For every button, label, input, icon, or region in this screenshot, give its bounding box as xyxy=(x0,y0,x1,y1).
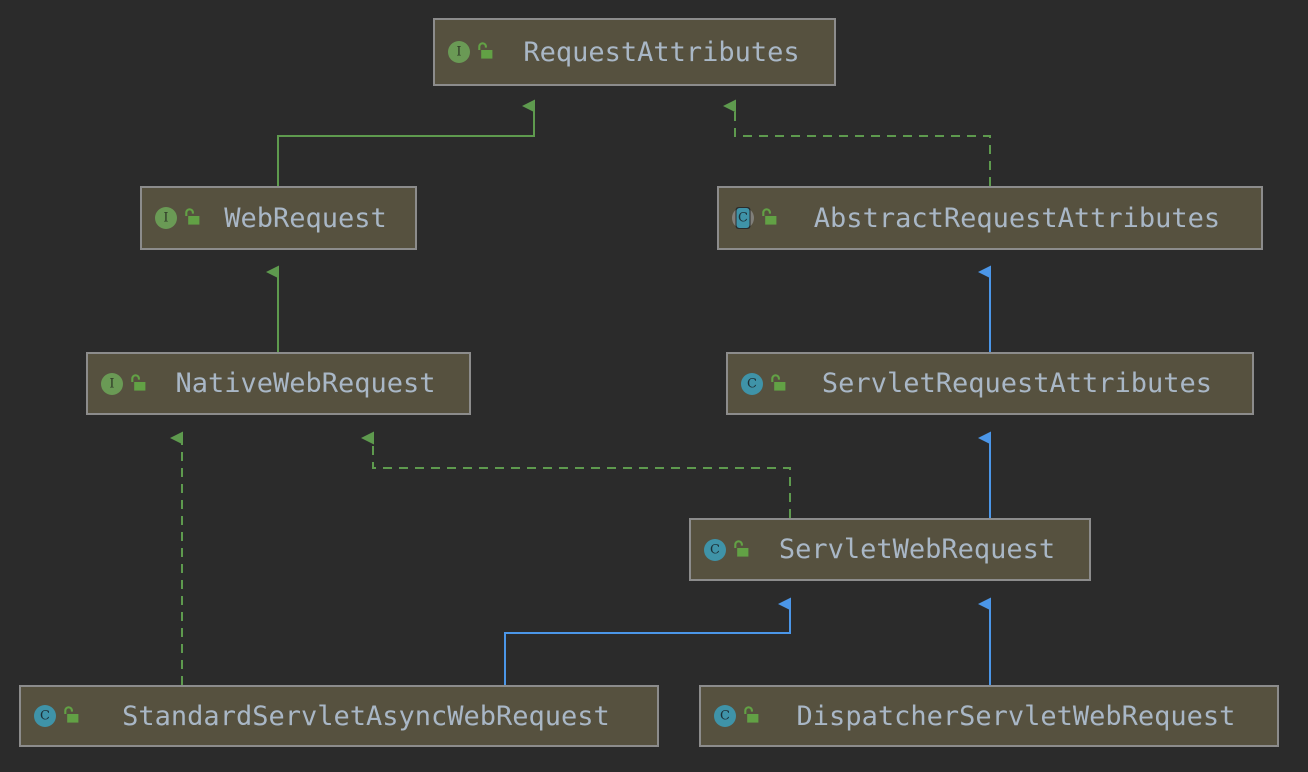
node-label: RequestAttributes xyxy=(523,36,800,68)
svg-text:I: I xyxy=(109,376,114,391)
unlocked-padlock-icon xyxy=(473,38,497,66)
node-label: ServletWebRequest xyxy=(778,534,1056,565)
edge-standardservletasync-extends-servletwebrequest xyxy=(504,597,791,685)
svg-text:C: C xyxy=(710,542,720,557)
node-servlet-web-request[interactable]: C ServletWebRequest xyxy=(689,518,1091,581)
svg-text:C: C xyxy=(738,211,748,226)
svg-text:C: C xyxy=(40,709,50,724)
unlocked-padlock-icon xyxy=(757,204,781,232)
class-icon: C xyxy=(701,536,729,564)
node-label: ServletRequestAttributes xyxy=(821,368,1213,399)
svg-text:C: C xyxy=(720,709,730,724)
node-abstract-request-attributes[interactable]: C AbstractRequestAttributes xyxy=(717,186,1263,250)
edge-abstractrequestattributes-implements-requestattributes xyxy=(723,99,991,186)
interface-icon: I xyxy=(98,370,126,398)
class-icon: C xyxy=(31,702,59,730)
node-standard-servlet-async-web-request[interactable]: C StandardServletAsyncWebRequest xyxy=(19,685,659,747)
abstract-class-icon: C xyxy=(729,204,757,232)
node-native-web-request[interactable]: I NativeWebRequest xyxy=(86,352,471,415)
node-web-request[interactable]: I WebRequest xyxy=(140,186,417,250)
node-request-attributes[interactable]: I RequestAttributes xyxy=(433,18,836,86)
svg-text:C: C xyxy=(747,376,757,391)
edge-webrequest-extends-requestattributes xyxy=(277,99,535,186)
interface-icon: I xyxy=(152,204,180,232)
node-dispatcher-servlet-web-request[interactable]: C DispatcherServletWebRequest xyxy=(699,685,1279,747)
unlocked-padlock-icon xyxy=(766,370,790,398)
unlocked-padlock-icon xyxy=(180,204,204,232)
svg-text:I: I xyxy=(163,211,168,226)
class-icon: C xyxy=(738,370,766,398)
unlocked-padlock-icon xyxy=(729,536,753,564)
node-label: DispatcherServletWebRequest xyxy=(796,700,1236,732)
node-servlet-request-attributes[interactable]: C ServletRequestAttributes xyxy=(726,352,1254,415)
edge-servletwebrequest-implements-nativewebrequest xyxy=(361,431,791,518)
node-label: StandardServletAsyncWebRequest xyxy=(122,700,610,732)
node-label: NativeWebRequest xyxy=(175,368,436,399)
node-label: WebRequest xyxy=(224,202,387,234)
unlocked-padlock-icon xyxy=(126,370,150,398)
svg-text:I: I xyxy=(456,45,461,60)
node-label: AbstractRequestAttributes xyxy=(813,202,1221,234)
unlocked-padlock-icon xyxy=(59,702,83,730)
unlocked-padlock-icon xyxy=(739,702,763,730)
interface-icon: I xyxy=(445,38,473,66)
edges-group xyxy=(170,99,991,685)
class-icon: C xyxy=(711,702,739,730)
